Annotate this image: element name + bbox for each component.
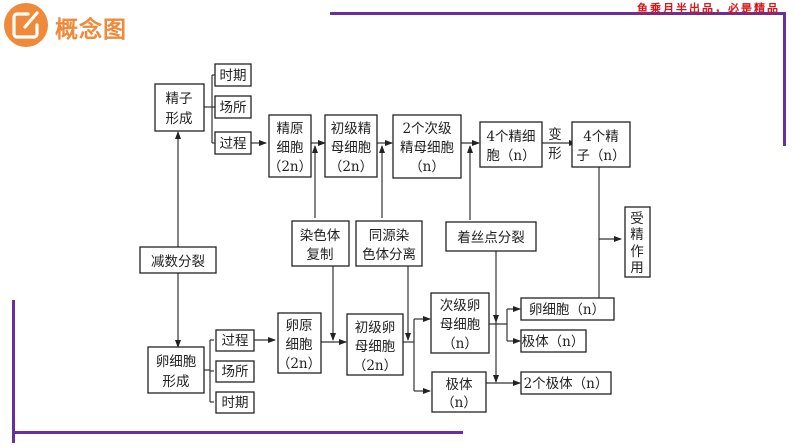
svg-text:子（n）: 子（n） bbox=[576, 148, 625, 164]
node-spermatogonium: 精原 细胞 （2n） bbox=[268, 114, 312, 178]
node-egg-cell: 卵细胞（n） bbox=[520, 297, 615, 321]
svg-text:着丝点分裂: 着丝点分裂 bbox=[457, 229, 525, 246]
svg-text:色体分离: 色体分离 bbox=[362, 246, 416, 263]
svg-text:4个精细: 4个精细 bbox=[486, 129, 535, 145]
svg-text:形成: 形成 bbox=[166, 111, 193, 127]
svg-text:极体（n）: 极体（n） bbox=[522, 334, 585, 350]
svg-text:胞（n）: 胞（n） bbox=[486, 148, 535, 164]
node-egg-process: 过程 bbox=[215, 329, 255, 352]
node-sperm-formation: 精子 形成 bbox=[154, 83, 205, 132]
node-polar-body: 极体（n） bbox=[520, 329, 587, 353]
label-transform-2: 形 bbox=[548, 146, 562, 162]
node-secondary-spermatocyte: 2个次级 精母细胞 （n） bbox=[392, 114, 462, 179]
svg-text:同源染: 同源染 bbox=[369, 228, 410, 244]
node-chromosome-replication: 染色体 复制 bbox=[291, 220, 350, 267]
svg-text:4个精: 4个精 bbox=[583, 129, 619, 145]
node-egg-period: 时期 bbox=[215, 391, 255, 414]
svg-text:次级卵: 次级卵 bbox=[440, 298, 481, 314]
svg-text:初级精: 初级精 bbox=[331, 120, 372, 137]
node-sperm-process: 过程 bbox=[214, 131, 252, 155]
svg-text:2个次级: 2个次级 bbox=[402, 121, 452, 137]
page-title: 概念图 bbox=[55, 17, 127, 43]
svg-text:减数分裂: 减数分裂 bbox=[151, 254, 205, 270]
svg-text:精: 精 bbox=[630, 227, 644, 243]
node-secondary-oocyte: 次级卵 母细胞 （n） bbox=[430, 292, 490, 354]
node-sperm-location: 场所 bbox=[214, 95, 252, 119]
node-meiosis: 减数分裂 bbox=[139, 246, 217, 274]
edit-icon bbox=[4, 3, 48, 47]
svg-text:时期: 时期 bbox=[222, 395, 249, 411]
node-oogonium: 卵原 细胞 （2n） bbox=[277, 312, 322, 374]
svg-text:（2n）: （2n） bbox=[329, 159, 373, 175]
node-egg-formation: 卵细胞 形成 bbox=[147, 346, 205, 394]
svg-text:复制: 复制 bbox=[307, 246, 334, 263]
svg-text:过程: 过程 bbox=[220, 136, 247, 152]
svg-text:（n）: （n） bbox=[442, 336, 478, 352]
connectors bbox=[175, 74, 622, 403]
svg-text:初级卵: 初级卵 bbox=[355, 319, 396, 336]
svg-text:极体: 极体 bbox=[446, 377, 473, 393]
frame-left-line bbox=[12, 300, 15, 443]
svg-text:卵细胞: 卵细胞 bbox=[156, 354, 197, 370]
svg-text:（n）: （n） bbox=[409, 159, 445, 175]
node-two-polar-bodies: 2个极体（n） bbox=[520, 371, 612, 395]
svg-text:细胞: 细胞 bbox=[277, 140, 304, 156]
svg-text:卵细胞（n）: 卵细胞（n） bbox=[529, 302, 605, 318]
svg-text:过程: 过程 bbox=[222, 333, 249, 349]
svg-text:（2n）: （2n） bbox=[353, 358, 397, 374]
svg-text:用: 用 bbox=[630, 260, 644, 276]
svg-text:形成: 形成 bbox=[163, 374, 190, 390]
node-sperm-period: 时期 bbox=[214, 63, 252, 87]
svg-text:精子: 精子 bbox=[166, 91, 193, 107]
svg-text:细胞: 细胞 bbox=[286, 337, 313, 353]
frame-bottom-line bbox=[12, 431, 463, 434]
svg-text:（2n）: （2n） bbox=[268, 159, 312, 175]
node-sperm: 4个精 子（n） bbox=[571, 121, 631, 168]
node-first-polar-body: 极体 （n） bbox=[431, 371, 487, 413]
svg-text:时期: 时期 bbox=[220, 68, 247, 84]
svg-text:精母细胞: 精母细胞 bbox=[400, 140, 454, 156]
svg-text:场所: 场所 bbox=[220, 100, 247, 116]
node-egg-location: 场所 bbox=[215, 360, 255, 383]
svg-text:母细胞: 母细胞 bbox=[355, 339, 396, 355]
node-primary-spermatocyte: 初级精 母细胞 （2n） bbox=[324, 114, 378, 178]
frame-top-line bbox=[330, 12, 786, 15]
svg-text:母细胞: 母细胞 bbox=[440, 317, 481, 333]
svg-text:卵原: 卵原 bbox=[286, 318, 313, 334]
svg-text:受: 受 bbox=[630, 211, 644, 227]
svg-text:2个极体（n）: 2个极体（n） bbox=[524, 376, 609, 392]
svg-text:精原: 精原 bbox=[277, 121, 304, 137]
svg-text:染色体: 染色体 bbox=[300, 227, 341, 244]
node-primary-oocyte: 初级卵 母细胞 （2n） bbox=[346, 313, 404, 376]
svg-text:（n）: （n） bbox=[441, 395, 477, 411]
label-transform-1: 变 bbox=[548, 127, 562, 143]
node-homolog-separation: 同源染 色体分离 bbox=[355, 220, 423, 267]
node-centromere-division: 着丝点分裂 bbox=[445, 221, 537, 252]
frame-right-line bbox=[783, 12, 786, 146]
slogan: 鱼乘月半出品，必是精品 bbox=[637, 2, 780, 15]
svg-text:（2n）: （2n） bbox=[277, 356, 321, 372]
node-fertilization: 受 精 作 用 bbox=[624, 206, 651, 278]
svg-text:母细胞: 母细胞 bbox=[331, 140, 372, 156]
svg-text:作: 作 bbox=[630, 244, 644, 260]
node-spermatid: 4个精细 胞（n） bbox=[479, 121, 543, 168]
svg-text:场所: 场所 bbox=[222, 364, 249, 380]
